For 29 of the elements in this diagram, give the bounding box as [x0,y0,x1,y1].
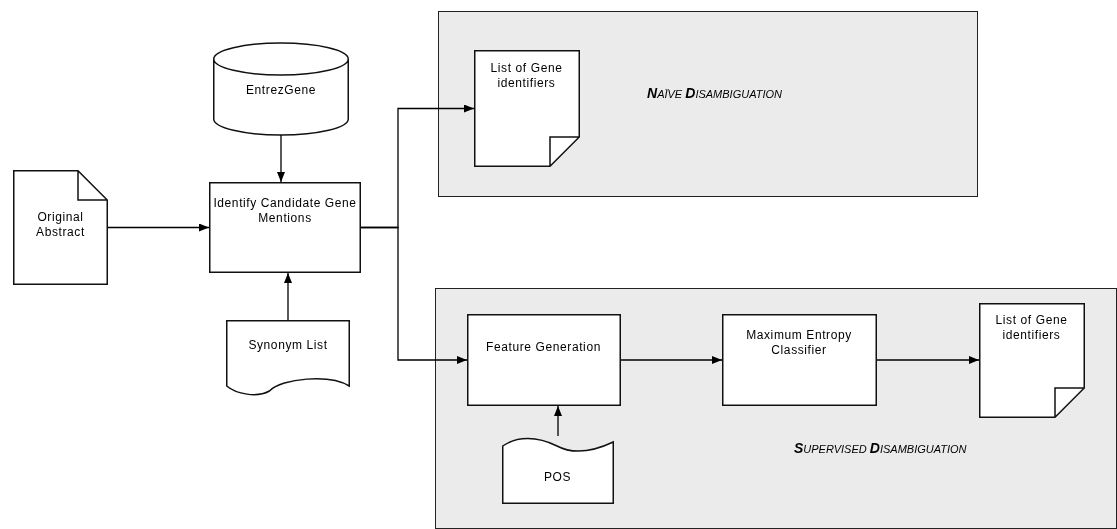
node-label: Original Abstract [35,210,86,240]
database-cylinder [213,43,349,135]
group-panel [438,11,978,197]
arrow [360,226,468,364]
node-label: Maximum Entropy Classifier [745,327,853,358]
arrow [284,272,292,321]
node-label: List of Gene identifiers [489,60,564,91]
node-label: Identify Candidate Gene Mentions [213,196,357,226]
arrow [554,405,562,437]
arrow [620,356,723,364]
node-label: POS [542,469,573,485]
arrow [107,223,210,232]
process-box [721,313,877,406]
panel-title: SUPERVISED DISAMBIGUATION [794,441,968,457]
process-box [466,313,621,406]
document-shape [226,320,350,396]
panel-title: NAÏVE DISAMBIGUATION [647,86,783,102]
process-box [209,182,361,273]
group-panel [435,288,1117,529]
node-label: EntrezGene [244,83,317,98]
document-shape [473,49,580,167]
document-shape [13,170,108,285]
arrow [277,134,285,183]
arrow [876,356,980,364]
document-shape [501,435,614,504]
node-label: Synonym List [247,338,329,353]
node-label: List of Gene identifiers [994,312,1069,343]
document-shape [978,302,1085,418]
node-label: Feature Generation [485,339,602,355]
